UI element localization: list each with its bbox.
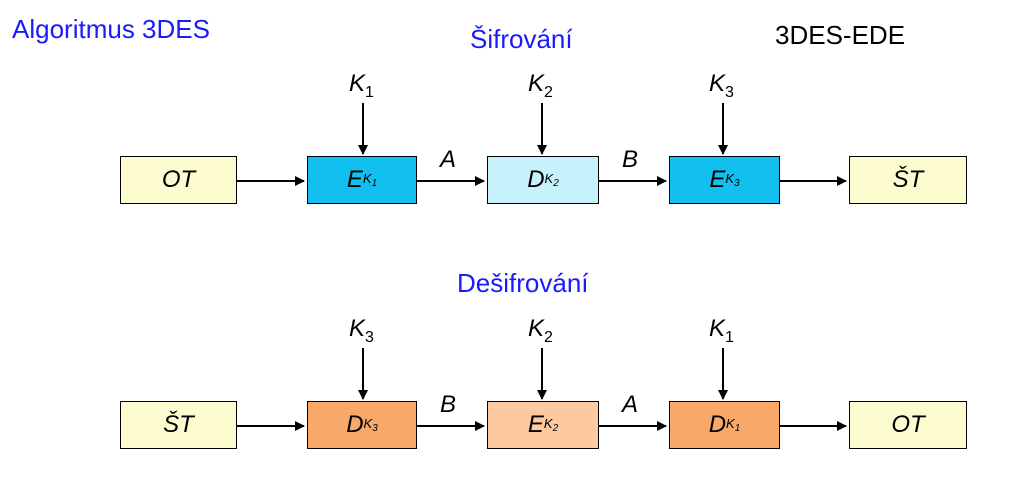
dec-mid-b: B bbox=[440, 391, 457, 418]
enc-mid-b: B bbox=[622, 146, 639, 173]
enc-output-box: ŠT bbox=[849, 156, 967, 204]
enc-mid-a: A bbox=[440, 146, 457, 173]
enc-input-box: OT bbox=[120, 156, 237, 204]
dec-output-box: OT bbox=[849, 401, 967, 449]
dec-input-box: ŠT bbox=[120, 401, 237, 449]
decryption-title: Dešifrování bbox=[457, 268, 589, 298]
enc-key2-label: K2 bbox=[528, 70, 553, 101]
page-title: Algoritmus 3DES bbox=[12, 14, 210, 44]
encryption-title: Šifrování bbox=[470, 24, 573, 54]
variant-label: 3DES-EDE bbox=[775, 20, 906, 50]
dec-key1-label: K3 bbox=[349, 315, 374, 346]
enc-key1-label: K1 bbox=[349, 70, 374, 101]
dec-key2-label: K2 bbox=[528, 315, 553, 346]
dec-mid-a: A bbox=[622, 391, 639, 418]
enc-key3-label: K3 bbox=[709, 70, 734, 101]
dec-key3-label: K1 bbox=[709, 315, 734, 346]
